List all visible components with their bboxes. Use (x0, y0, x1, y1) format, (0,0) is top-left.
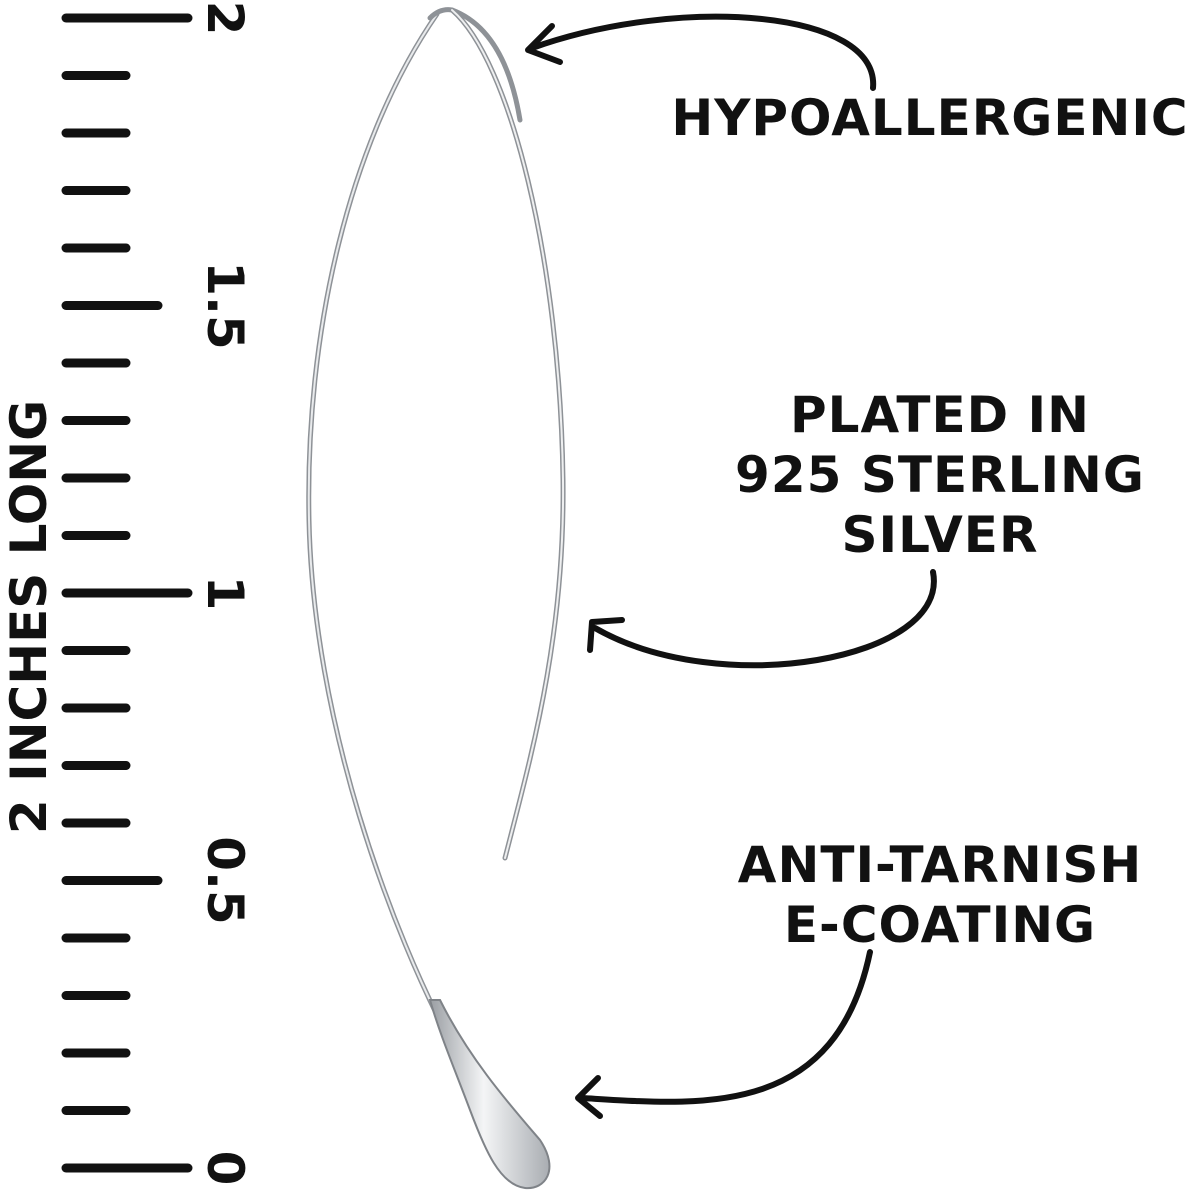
ruler-tick-label: 1.5 (196, 261, 254, 350)
callout-hypoallergenic: HYPOALLERGENIC (660, 88, 1195, 148)
callout-line: 925 STERLING (735, 446, 1145, 504)
arrow-hypoallergenic (525, 13, 877, 91)
ruler-tick-label: 0.5 (196, 836, 254, 925)
ruler-tick-label: 1 (196, 576, 254, 611)
callout-line: SILVER (841, 506, 1039, 564)
ruler: 0 0.5 1 1.5 2 (61, 1, 254, 1186)
callout-line: ANTI-TARNISH (737, 836, 1143, 894)
arrow-plated (587, 569, 937, 669)
ruler-tick-label: 0 (196, 1151, 254, 1186)
callout-plated: PLATED IN 925 STERLING SILVER (700, 385, 1180, 565)
callout-coating: ANTI-TARNISH E-COATING (690, 835, 1190, 955)
callout-line: PLATED IN (790, 386, 1090, 444)
ruler-tick-label: 2 (196, 1, 254, 36)
callout-line: HYPOALLERGENIC (671, 89, 1189, 147)
callout-line: E-COATING (783, 896, 1097, 954)
side-label: 2 INCHES LONG (0, 400, 58, 834)
arrow-coating (575, 949, 873, 1119)
earring-wire (306, 7, 566, 1190)
